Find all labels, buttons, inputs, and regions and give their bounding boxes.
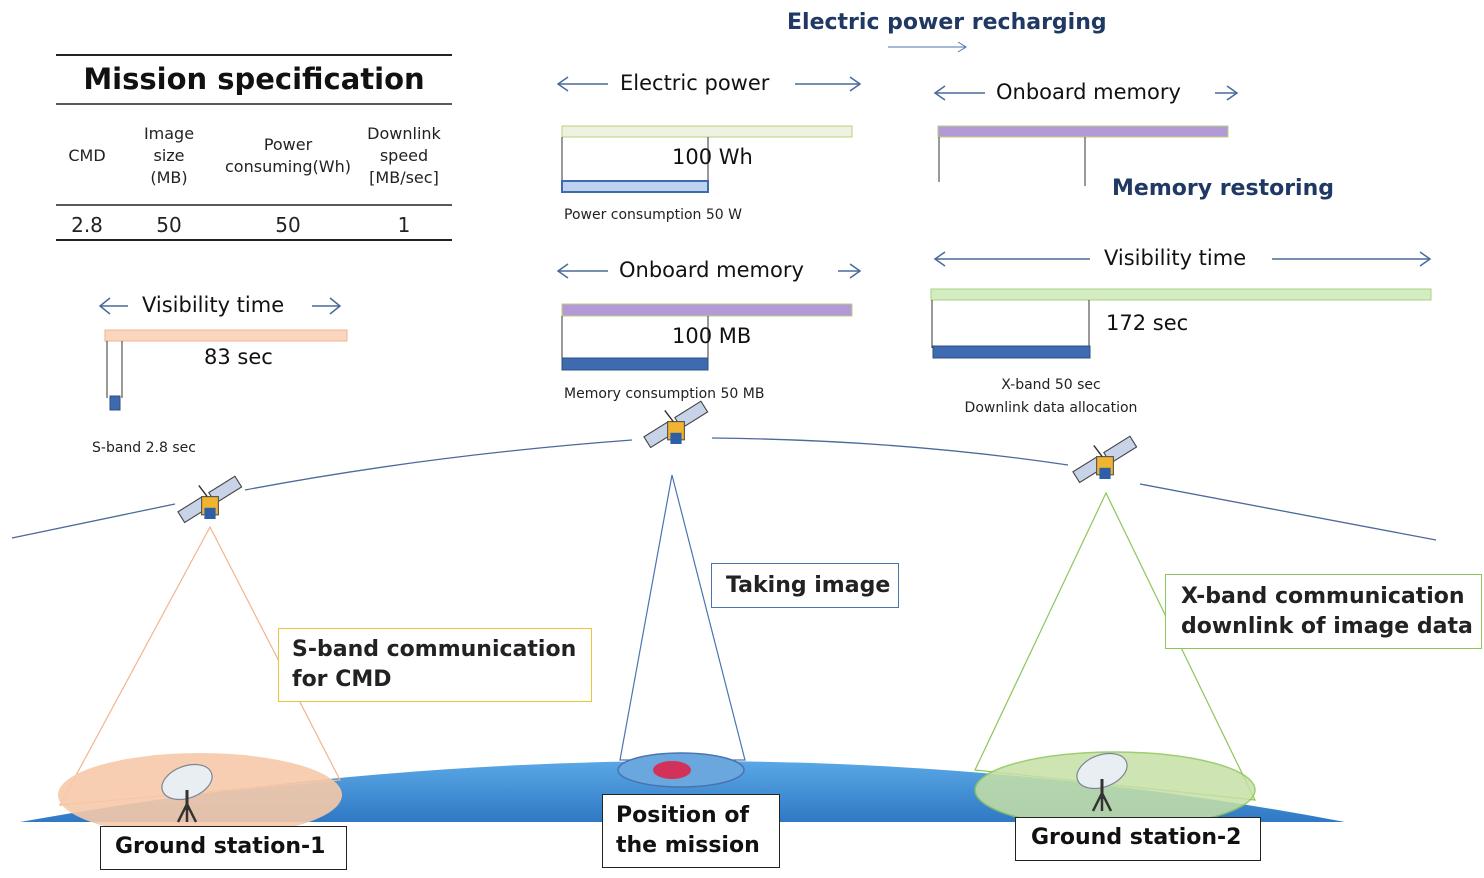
memory-label: Onboard memory [619,258,804,282]
sband-callout: S-band communication for CMD [278,628,592,702]
memory-bar [561,303,853,317]
arrow-right-icon [1272,251,1432,267]
cell-power: 50 [275,213,301,237]
cell-downlink: 1 [397,213,411,237]
column-header-cmd: CMD [68,146,106,165]
satellite-icon [1072,435,1138,484]
visibility-value: 172 sec [1106,311,1189,335]
xband-allocation-label: X-band 50 sec Downlink data allocation [964,377,1138,416]
memory-bar [937,125,1229,138]
arrow-left-icon [98,297,128,315]
visibility-label: Visibility time [142,293,285,317]
visibility-bar [104,329,348,342]
mission-spec-title: Mission specification [83,62,425,96]
mission-target-dot [653,761,691,779]
visibility-bar [930,288,1432,301]
ground-station-2-label: Ground station-2 [1015,817,1261,861]
power-capacity: 100 Wh [672,145,753,169]
satellite-icon [177,475,243,524]
arrow-right-icon [312,297,342,315]
arrow-left-icon [556,263,608,279]
memory-capacity: 100 MB [672,324,752,348]
sband-usage-bar [109,395,121,411]
memory-usage-bar [561,357,709,371]
sband-duration-label: S-band 2.8 sec [92,440,196,456]
column-header-downlink: Downlink speed [MB/sec] [367,124,441,187]
memory-restoring-label: Memory restoring [1112,176,1334,201]
column-header-power: Power consuming(Wh) [225,135,351,176]
xband-callout: X-band communication downlink of image d… [1165,574,1482,649]
orbit-arc [1139,483,1437,541]
satellite-icon [643,400,709,449]
visibility-label: Visibility time [1104,246,1247,270]
imaging-callout: Taking image [711,563,899,608]
arrow-left-icon [556,76,608,92]
orbit-arc [244,439,633,491]
memory-consumption-label: Memory consumption 50 MB [564,386,765,402]
cell-image-size: 50 [156,213,182,237]
xband-usage-bar [932,345,1091,359]
orbit-arc [711,437,1069,466]
arrow-left-icon [933,251,1090,267]
power-bar [561,125,853,138]
sband-footprint [58,753,342,837]
power-usage-bar [561,180,709,193]
recharging-title: Electric power recharging [787,10,1107,35]
ground-station-1-label: Ground station-1 [100,826,347,870]
column-header-image-size: Image size (MB) [143,124,195,187]
orbit-arc [11,503,176,539]
memory-label: Onboard memory [996,80,1181,104]
arrow-left-icon [933,85,985,101]
arrow-right-icon [795,76,862,92]
mission-position-label: Position of the mission [602,794,780,868]
visibility-value: 83 sec [204,345,273,369]
power-consumption-label: Power consumption 50 W [564,207,742,223]
imaging-cone [619,474,746,761]
arrow-right-icon [1215,85,1239,101]
power-label: Electric power [620,71,770,95]
arrow-right-icon [838,263,862,279]
cell-cmd: 2.8 [71,213,103,237]
